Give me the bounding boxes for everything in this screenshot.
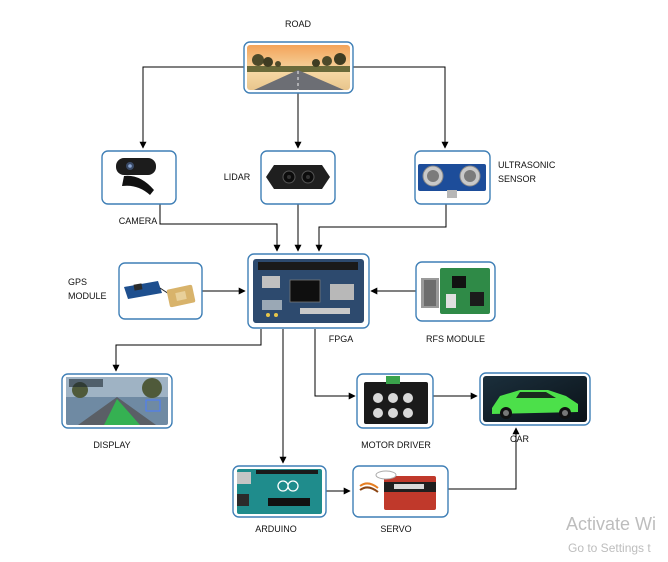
fpga-label: FPGA: [329, 334, 354, 344]
rf-module-icon: [421, 268, 490, 314]
fpga-board-icon: [253, 259, 364, 323]
connections: [112, 66, 520, 495]
display-label: DISPLAY: [93, 440, 130, 450]
car-icon: [483, 376, 587, 422]
car-label: CAR: [510, 434, 530, 444]
motor-driver-icon: [364, 376, 428, 424]
node-rfs: RFS MODULE: [415, 261, 496, 344]
node-camera: CAMERA: [101, 150, 177, 226]
node-gps: GPS MODULE: [68, 262, 203, 320]
road-icon: [247, 45, 350, 90]
node-car: CAR: [479, 372, 591, 444]
edge-camera-fpga: [159, 204, 281, 252]
node-motor-driver: MOTOR DRIVER: [356, 373, 434, 450]
node-road: ROAD: [243, 19, 354, 94]
gps-label-line1: GPS: [68, 277, 87, 287]
rfs-label: RFS MODULE: [426, 334, 485, 344]
ultrasonic-sensor-icon: [418, 164, 486, 198]
lidar-icon: [266, 165, 330, 189]
node-fpga: FPGA: [247, 253, 370, 344]
motor-driver-label: MOTOR DRIVER: [361, 440, 431, 450]
node-lidar: LIDAR: [224, 150, 336, 205]
edge-road-camera: [139, 66, 244, 149]
ultrasonic-label-line1: ULTRASONIC: [498, 160, 556, 170]
edge-road-ultrasonic: [352, 66, 449, 149]
lane-display-icon: [66, 377, 168, 425]
node-display: DISPLAY: [61, 373, 173, 450]
node-servo: SERVO: [352, 465, 449, 534]
road-label: ROAD: [285, 19, 312, 29]
lidar-label: LIDAR: [224, 172, 251, 182]
gps-module-icon: [124, 281, 196, 308]
arduino-board-icon: [237, 469, 322, 514]
gps-label-line2: MODULE: [68, 291, 107, 301]
edge-ultrasonic-fpga: [315, 204, 447, 252]
node-arduino: ARDUINO: [232, 465, 327, 534]
activate-windows-watermark-title: Activate Wi: [566, 514, 657, 534]
camera-label: CAMERA: [119, 216, 158, 226]
edge-fpga-motor-driver: [314, 329, 356, 400]
activate-windows-watermark-subtitle: Go to Settings t: [568, 541, 651, 555]
ultrasonic-label-line2: SENSOR: [498, 174, 537, 184]
node-ultrasonic: ULTRASONIC SENSOR: [414, 150, 556, 205]
edge-servo-car: [448, 427, 520, 490]
webcam-icon: [116, 158, 156, 195]
servo-label: SERVO: [380, 524, 411, 534]
servo-motor-icon: [359, 470, 436, 510]
arduino-label: ARDUINO: [255, 524, 297, 534]
edge-fpga-display: [112, 329, 262, 372]
